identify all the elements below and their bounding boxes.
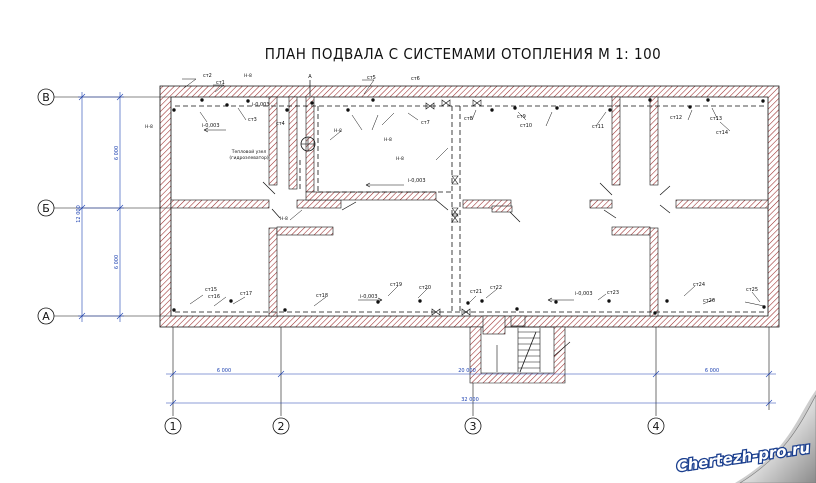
radiator-label: ст14 xyxy=(716,130,728,136)
dimension-lines xyxy=(78,92,776,407)
radiator-labels-bottom: ст15 ст16 ст17 ст18 ст19 ст20 ст21 ст22 … xyxy=(205,282,758,304)
note-label: Н-8 xyxy=(334,128,342,134)
note-label: Н-8 xyxy=(244,73,252,79)
dim-bottom-right: 6 000 xyxy=(705,368,719,374)
slope-label: i-0,003 xyxy=(202,123,220,129)
leader-lines xyxy=(182,78,765,307)
radiator-label: ст18 xyxy=(316,293,328,299)
radiator-label: ст5 xyxy=(367,75,376,81)
radiator-labels-top: ст1 ст2 ст3 ст4 ст5 ст6 ст7 ст8 ст9 ст10… xyxy=(203,73,728,136)
note-label: Н-8 xyxy=(396,156,404,162)
slope-label: i-0,003 xyxy=(252,102,270,108)
radiator-label: ст1 xyxy=(216,80,225,86)
slope-arrows xyxy=(203,127,574,303)
valves xyxy=(425,99,482,316)
radiator-label: ст22 xyxy=(490,285,502,291)
note-label: Н-8 xyxy=(280,216,288,222)
radiator-label: ст6 xyxy=(411,76,420,82)
radiator-label: ст12 xyxy=(670,115,682,121)
axis-label-v: В xyxy=(42,91,50,104)
radiator-label: ст26 xyxy=(703,298,715,304)
radiator-label: ст23 xyxy=(607,290,619,296)
radiator-label: ст15 xyxy=(205,287,217,293)
door-swings xyxy=(262,181,671,223)
dim-left-upper: 6 000 xyxy=(114,146,120,160)
staircase xyxy=(482,315,571,373)
page-curl xyxy=(735,390,816,483)
axis-bubble-3 xyxy=(464,417,482,435)
radiator-label: ст16 xyxy=(208,294,220,300)
axis-bubble-v xyxy=(37,88,55,106)
radiator-label: ст21 xyxy=(470,289,482,295)
radiator-points xyxy=(172,98,766,315)
axis-bubble-b xyxy=(37,199,55,217)
note-label: Н-8 xyxy=(384,137,392,143)
axis-label-b: Б xyxy=(42,202,50,215)
radiator-label: ст9 xyxy=(517,114,526,120)
interior-walls xyxy=(170,96,769,384)
dim-bottom-total: 32 000 xyxy=(461,397,479,403)
radiator-label: ст11 xyxy=(592,124,604,130)
section-mark: А xyxy=(308,74,312,96)
axis-bubble-1 xyxy=(164,417,182,435)
outer-walls xyxy=(159,85,780,328)
radiator-label: ст20 xyxy=(419,285,431,291)
plan-title: ПЛАН ПОДВАЛА С СИСТЕМАМИ ОТОПЛЕНИЯ М 1: … xyxy=(265,45,662,63)
axis-bubble-2 xyxy=(272,417,290,435)
axis-bubbles: В Б А 1 2 3 4 xyxy=(37,88,665,435)
slope-label: i-0,003 xyxy=(575,291,593,297)
radiator-label: ст25 xyxy=(746,287,758,293)
dimension-labels: 12 000 6 000 6 000 6 000 20 000 6 000 32… xyxy=(76,146,719,403)
slope-label: i-0,003 xyxy=(408,178,426,184)
axis-label-3: 3 xyxy=(470,420,477,433)
heating-pipes xyxy=(175,105,765,313)
axis-label-a: А xyxy=(42,310,50,323)
axis-bubble-4 xyxy=(647,417,665,435)
axis-bubble-a xyxy=(37,307,55,325)
heat-unit: Тепловой узел (гидроэлеватор) xyxy=(229,136,316,161)
slope-label: i-0,003 xyxy=(360,294,378,300)
radiator-label: ст8 xyxy=(464,116,473,122)
slope-labels: i-0,003 i-0,003 i-0,003 i-0,003 i-0,003 xyxy=(202,102,593,300)
radiator-label: ст2 xyxy=(203,73,212,79)
dim-left-lower: 6 000 xyxy=(114,255,120,269)
axis-label-4: 4 xyxy=(653,420,660,433)
equipment-notes: Н-8 Н-8 Н-8 Н-8 Н-8 Н-8 xyxy=(145,73,404,222)
heat-unit-label-1: Тепловой узел xyxy=(231,148,267,155)
radiator-label: ст4 xyxy=(276,121,285,127)
axis-label-2: 2 xyxy=(278,420,285,433)
dim-bottom-left: 6 000 xyxy=(217,368,231,374)
radiator-label: ст3 xyxy=(248,117,257,123)
radiator-label: ст13 xyxy=(710,116,722,122)
heat-unit-label-2: (гидроэлеватор) xyxy=(229,155,269,161)
section-mark-label: А xyxy=(308,74,312,80)
note-label: Н-8 xyxy=(145,124,153,130)
dim-bottom-middle: 20 000 xyxy=(458,368,476,374)
radiator-label: ст19 xyxy=(390,282,402,288)
radiator-label: ст7 xyxy=(421,120,430,126)
radiator-label: ст24 xyxy=(693,282,705,288)
radiator-label: ст10 xyxy=(520,123,532,129)
radiator-label: ст17 xyxy=(240,291,252,297)
dim-left-total: 12 000 xyxy=(76,205,82,223)
axis-label-1: 1 xyxy=(170,420,177,433)
